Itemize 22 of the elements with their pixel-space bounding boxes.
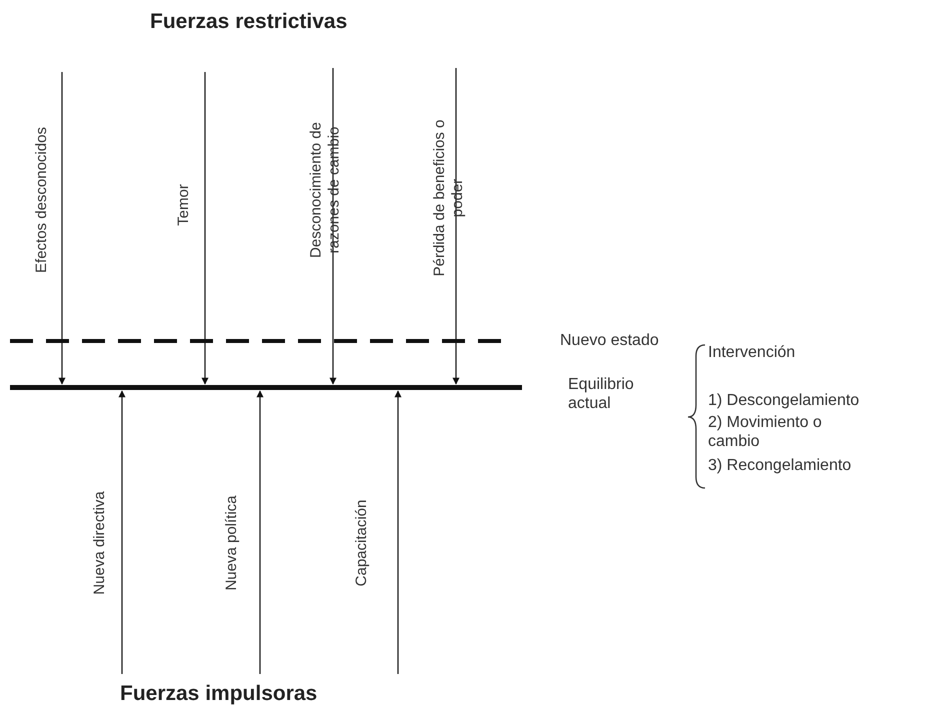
arrow — [452, 68, 460, 385]
arrow — [256, 390, 264, 674]
step-label: 1) Descongelamiento — [708, 391, 860, 410]
force-label: Nueva política — [222, 494, 241, 593]
arrow — [394, 390, 402, 674]
force-label: Capacitación — [352, 498, 371, 588]
state-label: Nuevo estado — [560, 331, 660, 350]
heading-label: Intervención — [708, 343, 796, 362]
arrow — [118, 390, 126, 674]
force-label: Efectos desconocidos — [32, 126, 51, 275]
arrow — [330, 68, 336, 385]
force-label: Temor — [174, 183, 193, 228]
arrow — [58, 72, 66, 385]
diagram-caption: Fuerzas impulsoras — [120, 682, 318, 706]
force-label: Desconocimiento de razones de cambio — [307, 121, 343, 260]
diagram-title: Fuerzas restrictivas — [150, 10, 348, 34]
force-label: Nueva directiva — [90, 490, 109, 597]
arrow — [202, 72, 208, 385]
step-label: 2) Movimiento o cambio — [708, 413, 823, 451]
step-label: 3) Recongelamiento — [708, 456, 852, 475]
state-label: Equilibrio actual — [568, 375, 635, 413]
force-label: Pérdida de beneficios o poder — [431, 118, 467, 278]
